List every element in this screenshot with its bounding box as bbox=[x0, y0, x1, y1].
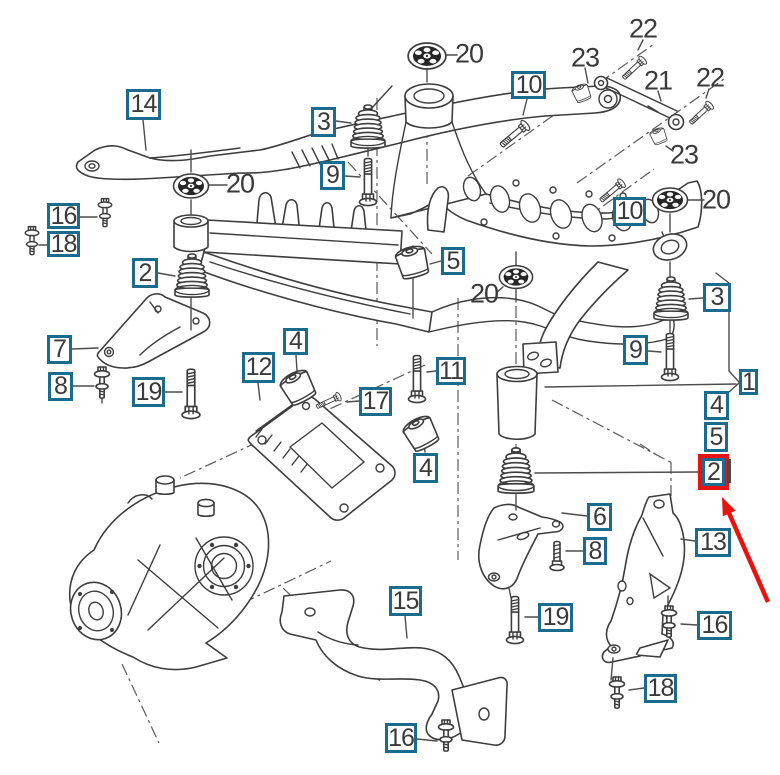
part-number-label-20-2: 20 bbox=[701, 184, 731, 215]
part-number-label-20-3: 20 bbox=[469, 278, 499, 309]
callout-box-11-14[interactable]: 11 bbox=[436, 357, 466, 385]
callout-box-2-7[interactable]: 2 bbox=[132, 258, 158, 288]
callout-box-4-19[interactable]: 4 bbox=[704, 391, 729, 420]
part-number-label-21-6: 21 bbox=[643, 65, 673, 96]
callout-box-2-21-highlighted[interactable]: 2 bbox=[702, 458, 731, 486]
callout-box-7-10[interactable]: 7 bbox=[47, 335, 72, 364]
part-number-label-23-5: 23 bbox=[570, 42, 600, 73]
callout-box-8-25[interactable]: 8 bbox=[583, 537, 607, 565]
part-number-label-23-8: 23 bbox=[669, 139, 699, 170]
callout-box-5-8[interactable]: 5 bbox=[441, 247, 465, 275]
callout-box-1-15[interactable]: 1 bbox=[739, 369, 758, 395]
part-number-label-20-1: 20 bbox=[225, 168, 255, 199]
callout-box-16-28[interactable]: 16 bbox=[697, 611, 732, 640]
callout-box-19-27[interactable]: 19 bbox=[538, 603, 573, 632]
callout-box-8-16[interactable]: 8 bbox=[48, 372, 73, 401]
callout-box-18-29[interactable]: 18 bbox=[644, 674, 677, 703]
callout-box-16-5[interactable]: 16 bbox=[47, 203, 80, 229]
part-number-label-22-4: 22 bbox=[628, 13, 658, 44]
callout-box-5-20[interactable]: 5 bbox=[704, 422, 728, 452]
part-number-label-20-0: 20 bbox=[454, 38, 484, 69]
callout-box-18-6[interactable]: 18 bbox=[47, 231, 80, 257]
part-number-label-22-7: 22 bbox=[695, 62, 725, 93]
callout-box-19-17[interactable]: 19 bbox=[132, 377, 165, 407]
